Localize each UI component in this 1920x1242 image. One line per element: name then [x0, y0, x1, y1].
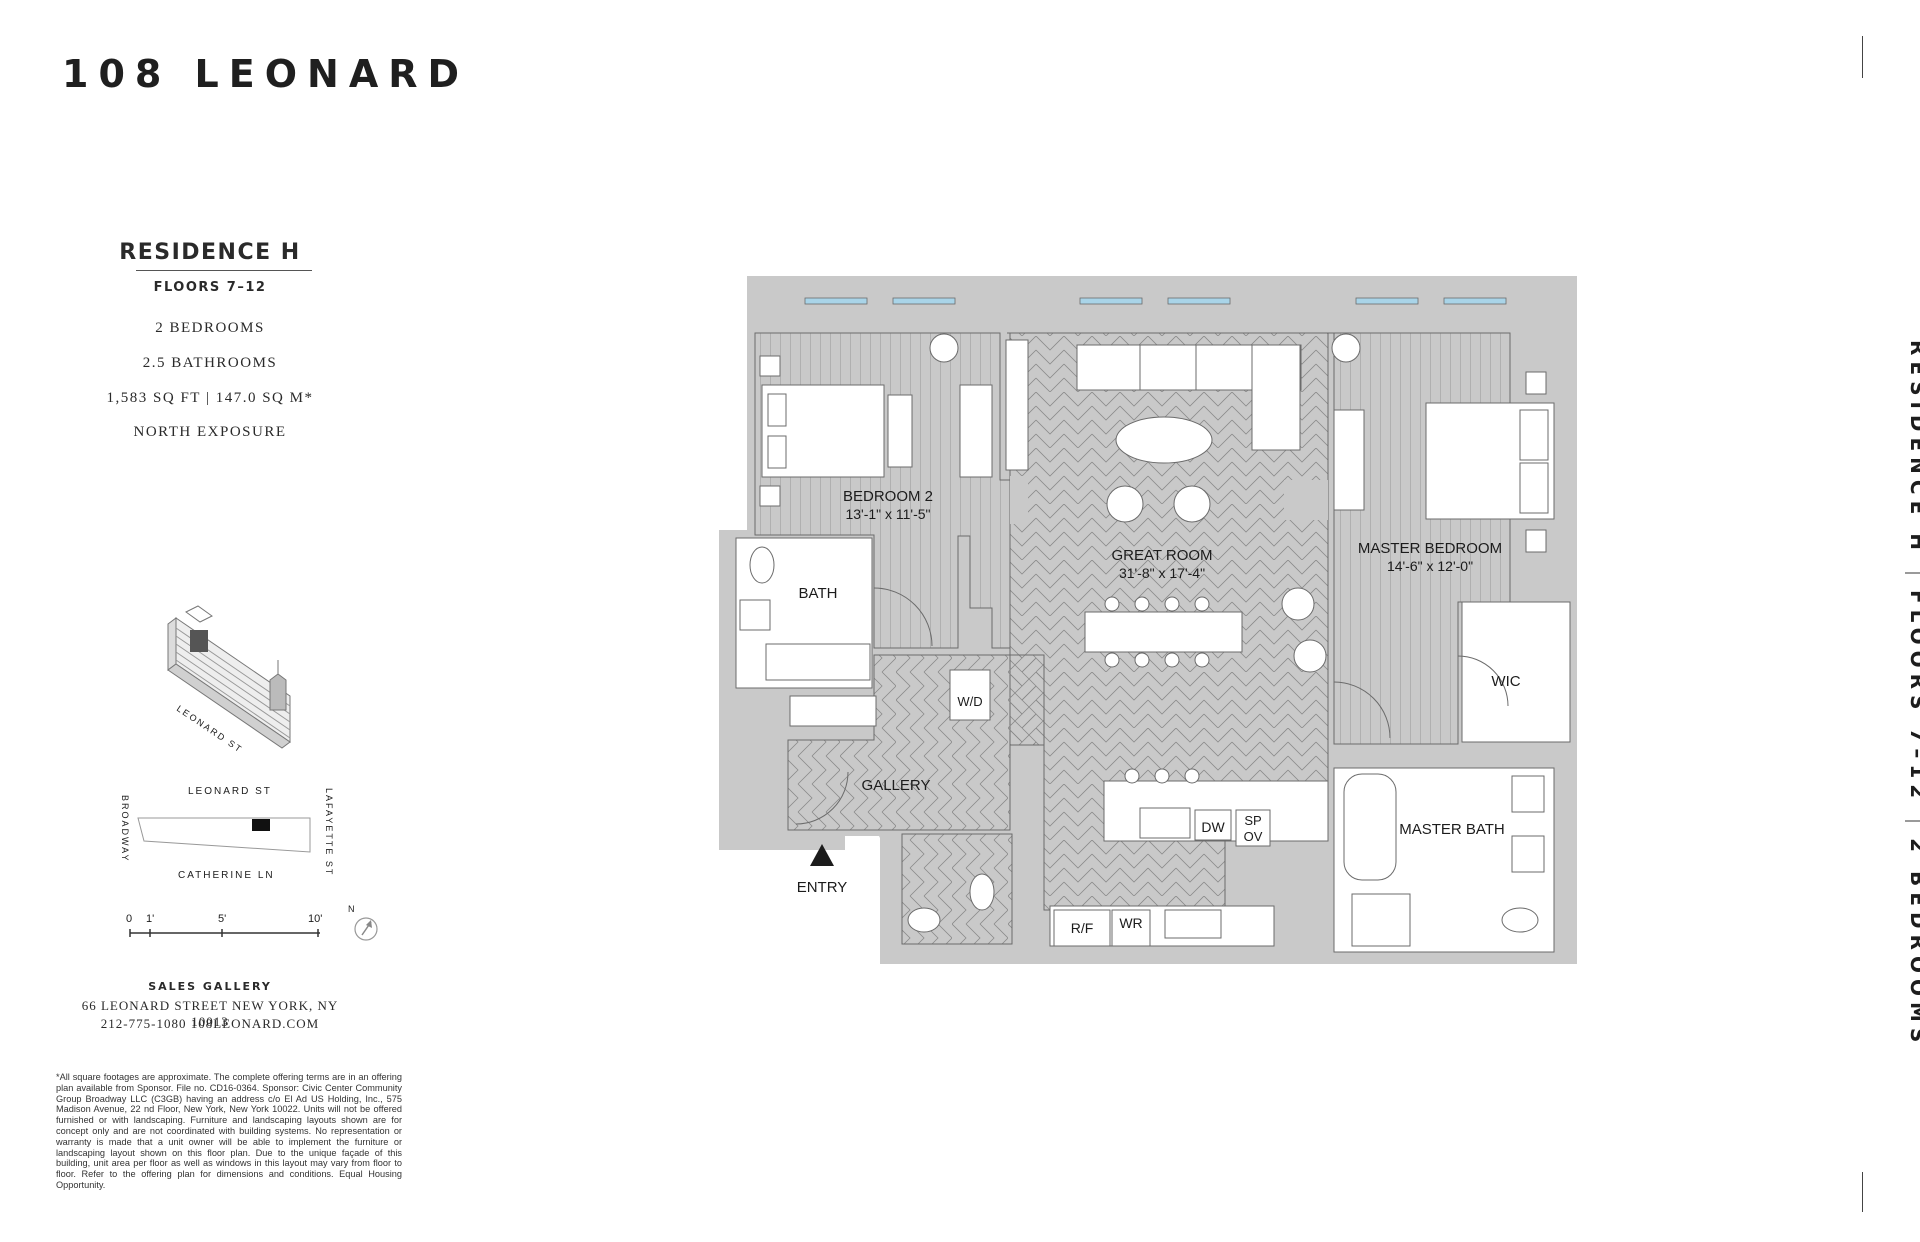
side-label-floors: FLOORS 7–12 — [1906, 589, 1920, 805]
master-tub — [1343, 773, 1397, 881]
label-wd: W/D — [957, 694, 982, 709]
label-master-bedroom: MASTER BEDROOM — [1358, 540, 1502, 557]
windows — [804, 297, 1507, 305]
room-labels: BEDROOM 2 13'-1" x 11'-5" GREAT ROOM 31'… — [797, 488, 1521, 936]
spec-exposure: NORTH EXPOSURE — [133, 424, 287, 440]
block-outline — [137, 817, 311, 853]
label-wic: WIC — [1491, 673, 1520, 690]
floor-plan: BEDROOM 2 13'-1" x 11'-5" GREAT ROOM 31'… — [719, 276, 1577, 964]
label-rf: R/F — [1071, 920, 1094, 936]
svg-text:5': 5' — [218, 913, 226, 925]
label-master-bath: MASTER BATH — [1399, 821, 1505, 838]
entry-arrow-icon — [810, 844, 834, 866]
brand-title: 108 LEONARD — [62, 52, 470, 96]
svg-text:0: 0 — [126, 913, 132, 925]
top-rule — [1862, 36, 1863, 78]
isometric-building-icon — [167, 605, 291, 749]
north-arrow-icon: N — [348, 904, 378, 941]
legal-disclaimer: *All square footages are approximate. Th… — [56, 1072, 402, 1190]
label-great-room-dims: 31'-8" x 17'-4" — [1119, 565, 1205, 581]
structural-columns — [958, 276, 1577, 524]
label-sp: SP — [1244, 813, 1261, 828]
spec-bedrooms: 2 BEDROOMS — [155, 320, 265, 336]
wine-refrigerator — [1111, 909, 1151, 947]
key-map: LEONARD ST LEONARD ST CATHERINE LN BROAD… — [120, 605, 378, 941]
svg-text:1': 1' — [146, 913, 154, 925]
range — [1164, 909, 1222, 939]
title-underline — [136, 270, 312, 271]
washer-dryer — [949, 669, 991, 721]
sales-contact: 212-775-1080 108LEONARD.COM — [100, 1016, 320, 1031]
side-label-residence: RESIDENCE H — [1906, 340, 1920, 556]
label-master-bedroom-dims: 14'-6" x 12'-0" — [1387, 558, 1473, 574]
label-bedroom-2: BEDROOM 2 — [843, 488, 933, 505]
door-swings — [795, 587, 1509, 825]
spec-area: 1,583 SQ FT | 147.0 SQ M* — [106, 390, 314, 406]
sales-heading: SALES GALLERY — [148, 980, 272, 993]
oven — [1235, 809, 1271, 847]
label-entry: ENTRY — [797, 879, 848, 896]
label-ov: OV — [1244, 829, 1263, 844]
side-label-bedrooms: 2 BEDROOMS — [1906, 838, 1920, 1049]
bottom-rule — [1862, 1172, 1863, 1212]
label-dw: DW — [1201, 819, 1225, 835]
building-location-marker — [252, 819, 270, 831]
bathtub — [765, 643, 871, 681]
map-street-south: CATHERINE LN — [178, 870, 275, 881]
side-separator — [1905, 571, 1920, 574]
coffee-table — [1115, 416, 1213, 464]
map-street-west: BROADWAY — [120, 795, 130, 863]
dishwasher — [1194, 809, 1232, 841]
furniture — [739, 333, 1555, 947]
sales-address: 66 LEONARD STREET NEW YORK, NY 10013 — [81, 998, 339, 1029]
refrigerator — [1053, 909, 1111, 947]
label-bath: BATH — [799, 585, 838, 602]
side-label: RESIDENCE H FLOORS 7–12 2 BEDROOMS — [1905, 340, 1920, 1049]
map-street-north: LEONARD ST — [188, 786, 272, 797]
label-great-room: GREAT ROOM — [1111, 547, 1212, 564]
dining-table — [1084, 611, 1243, 653]
label-gallery: GALLERY — [862, 777, 931, 794]
label-bedroom-2-dims: 13'-1" x 11'-5" — [845, 506, 930, 522]
residence-title: RESIDENCE H — [119, 240, 301, 265]
svg-text:10': 10' — [308, 913, 322, 925]
scale-bar: 0 1' 5' 10' — [126, 913, 322, 937]
label-wr: WR — [1119, 915, 1142, 931]
map-street-east: LAFAYETTE ST — [324, 788, 334, 876]
side-separator — [1905, 820, 1920, 823]
residence-floors: FLOORS 7–12 — [153, 280, 267, 295]
wic-floor — [1461, 601, 1571, 743]
spec-bathrooms: 2.5 BATHROOMS — [142, 355, 278, 371]
svg-text:N: N — [348, 904, 355, 914]
